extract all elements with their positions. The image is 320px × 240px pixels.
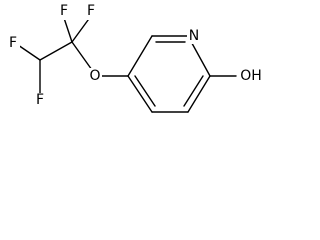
atom-fluorine-top-left: F xyxy=(60,3,68,19)
atom-fluorine-top-right: F xyxy=(87,3,95,19)
chemical-structure-diagram: F F F F O N OH xyxy=(6,3,265,113)
bond-ring-c5-c6 xyxy=(127,35,153,77)
atom-ring-nitrogen: N xyxy=(189,28,199,44)
bond-ring-c4-c5-inner xyxy=(134,75,156,107)
bond-cf2-f-top-left xyxy=(63,17,73,43)
atom-ether-oxygen: O xyxy=(89,68,100,84)
bond-cf2-oxygen xyxy=(71,41,93,71)
atom-labels: F F F F O N OH xyxy=(6,3,265,109)
atom-hydroxyl: OH xyxy=(240,68,262,84)
bond-cf2-chf2 xyxy=(39,41,73,61)
bonds xyxy=(17,15,237,113)
bond-chf2-f-left xyxy=(17,44,41,61)
atom-fluorine-left: F xyxy=(9,35,17,51)
atom-fluorine-bottom: F xyxy=(36,92,44,108)
bond-cf2-f-right xyxy=(71,15,92,43)
bond-ring-c2-c3 xyxy=(187,75,211,113)
bond-ring-c4-c5 xyxy=(127,75,153,113)
bond-ring-c2-c3-inner xyxy=(183,75,204,107)
